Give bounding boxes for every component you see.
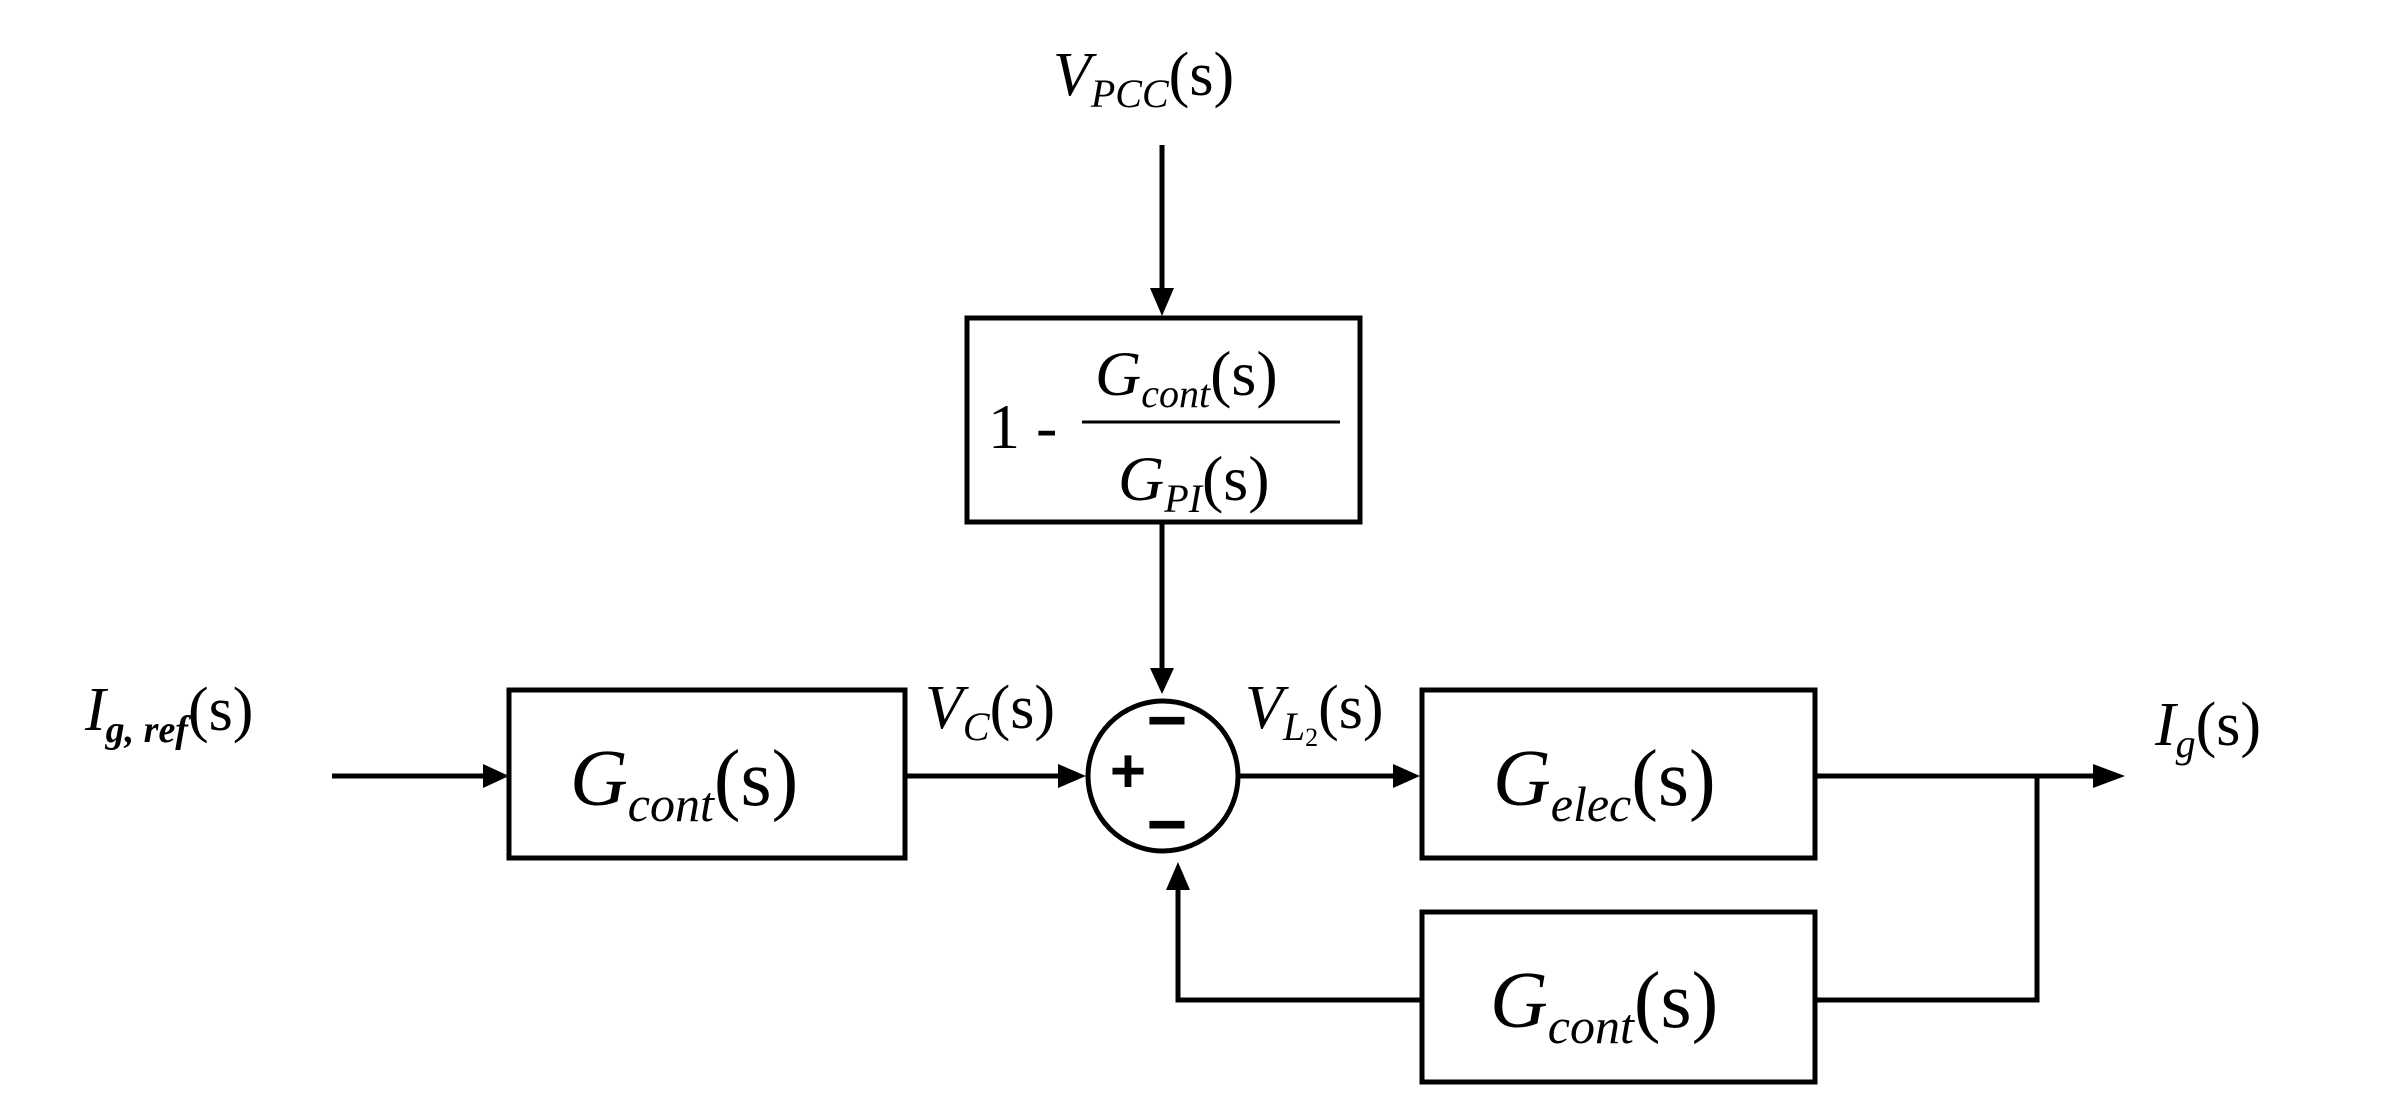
sum-sign-minus-top: − <box>1147 681 1188 759</box>
vpcc-arrowhead <box>1150 288 1174 316</box>
vl2-arrowhead <box>1393 764 1420 788</box>
sum-sign-plus: + <box>1110 737 1146 806</box>
label-vc: VC(s) <box>925 674 1055 749</box>
summing-junction <box>1085 698 1241 854</box>
feedforward-prefix: 1 - <box>988 391 1057 462</box>
plant-block <box>1419 687 1818 861</box>
plant-label: Gelec(s) <box>1493 735 1716 832</box>
controller-block <box>506 687 908 861</box>
label-vl2: VL2(s) <box>1245 674 1384 752</box>
label-ig: Ig(s) <box>2154 691 2261 766</box>
feedback-tap-line <box>1816 776 2040 1003</box>
label-vpcc: VPCC(s) <box>1053 41 1234 116</box>
controller-label: Gcont(s) <box>570 735 798 832</box>
feedforward-arrowhead <box>1150 668 1174 694</box>
ig-arrowhead <box>2093 764 2125 788</box>
igref-arrowhead <box>483 764 509 788</box>
label-igref: Ig, ref(s) <box>84 676 253 751</box>
feedforward-denominator: GPI(s) <box>1118 443 1270 521</box>
feedforward-numerator: Gcont(s) <box>1095 338 1278 416</box>
feedback-return-line <box>1175 888 1422 1003</box>
sum-sign-minus-bottom: − <box>1147 785 1188 863</box>
feedback-label: Gcont(s) <box>1490 957 1718 1054</box>
feedforward-block <box>964 315 1363 525</box>
feedback-block <box>1419 909 1818 1085</box>
feedback-arrowhead <box>1166 862 1190 890</box>
vc-arrowhead <box>1058 764 1086 788</box>
